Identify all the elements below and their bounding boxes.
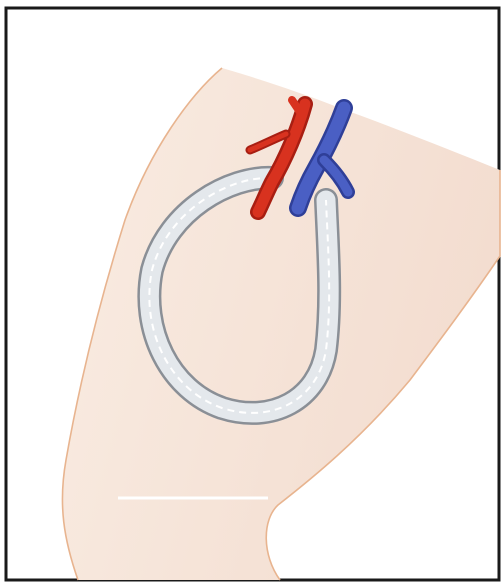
illustration-frame [0,0,503,585]
thigh-loop-graft-diagram [0,0,503,585]
